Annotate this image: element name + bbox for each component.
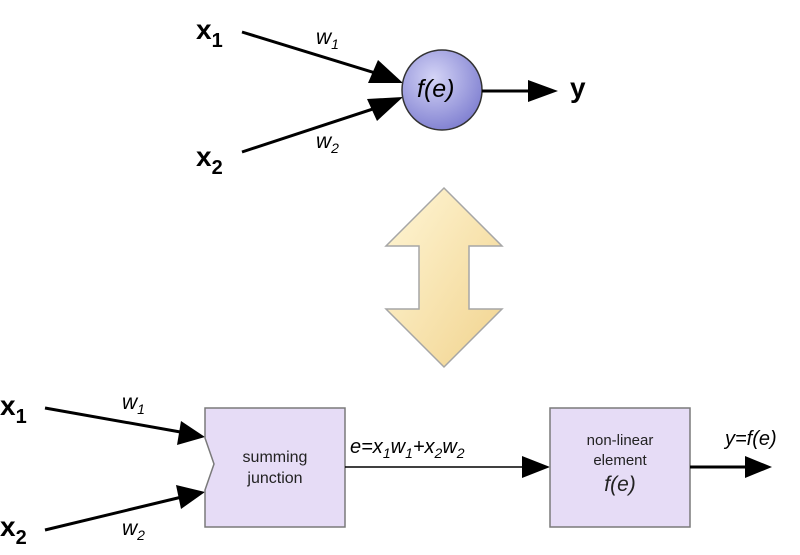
summing-junction-box [204,407,346,528]
bottom-input1-arrowhead [177,421,205,445]
top-input2-connection [241,103,386,154]
final-output-arrowhead [745,456,772,478]
top-weight1-label: w1 [316,26,339,52]
sum-equation-label: e=x1w1+x2w2 [350,436,465,461]
top-weight2-label: w2 [316,130,339,156]
top-input1-connection [241,30,386,78]
top-input2-label: x2 [196,141,223,179]
bottom-input1-connection [44,406,187,435]
top-input2-arrowhead [367,97,403,121]
top-neuron-function-label: f(e) [417,75,455,103]
bottom-input2-arrowhead [176,485,205,509]
nonlinear-function-label: f(e) [604,473,636,496]
nonlinear-element-text: non-linear element f(e) [550,431,690,495]
top-neuron-model [241,30,558,154]
sum-output-arrowhead [522,456,550,478]
bottom-input1-label: x1 [0,390,27,428]
bottom-weight2-label: w2 [122,517,145,543]
final-output-label: y=f(e) [725,428,777,450]
top-output-arrowhead [528,80,558,102]
bottom-input2-label: x2 [0,511,27,549]
nonlinear-element-box [549,407,691,528]
bottom-block-model [44,406,772,532]
top-output-label: y [570,72,586,103]
top-input1-arrowhead [368,60,403,83]
top-input1-label: x1 [196,14,223,52]
equivalence-double-arrow [384,186,504,369]
bottom-weight1-label: w1 [122,391,145,417]
summing-junction-text: summing junction [242,449,308,487]
bottom-input2-connection [44,494,187,532]
